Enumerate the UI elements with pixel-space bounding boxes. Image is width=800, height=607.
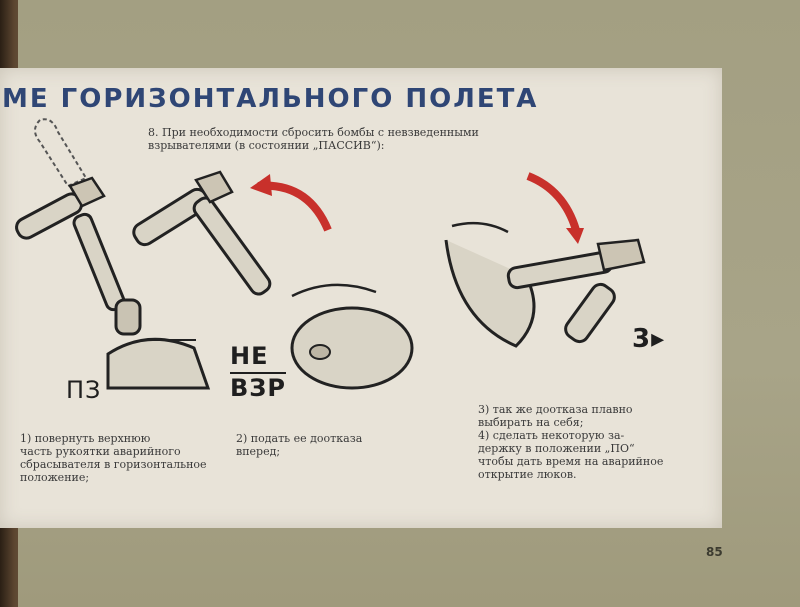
step-3-line: выбирать на себя; <box>478 416 584 429</box>
arrow-back <box>526 172 580 232</box>
intro-line-1: 8. При необходимости сбросить бомбы с не… <box>148 126 479 139</box>
step-2-line: вперед; <box>236 445 281 458</box>
step-1-line: 1) повернуть верхнюю <box>20 432 151 445</box>
step-4-line: 4) сделать некоторую за- <box>478 429 625 442</box>
step-3-line: 3) так же доотказа плавно <box>478 403 633 416</box>
step-4-line: открытие люков. <box>478 468 577 481</box>
arrow-back-head <box>566 228 584 244</box>
lever-illustration-2 <box>132 170 414 390</box>
step-1-line: положение; <box>20 471 90 484</box>
step-2-text: 2) подать ее доотказа вперед; <box>236 432 426 458</box>
instruction-intro: 8. При необходимости сбросить бомбы с не… <box>148 126 518 152</box>
step-1-text: 1) повернуть верхнюю часть рукоятки авар… <box>20 432 210 484</box>
lever-illustration-3 <box>444 221 646 348</box>
lever-illustration-1 <box>15 118 211 390</box>
steps-3-4-text: 3) так же доотказа плавно выбирать на се… <box>478 403 668 481</box>
label-vzr: ВЗР <box>230 372 286 402</box>
arrow-forward-head <box>250 174 272 196</box>
step3-marker: 3▸ <box>632 324 666 354</box>
step-1-line: часть рукоятки аварийного <box>20 445 181 458</box>
step-4-line: чтобы дать время на аварийное <box>478 455 664 468</box>
page-heading: МЕ ГОРИЗОНТАЛЬНОГО ПОЛЕТА <box>2 84 539 114</box>
intro-line-2: взрывателями (в состоянии „ПАССИВ“): <box>148 139 385 152</box>
step-4-line: держку в положении „ПО“ <box>478 442 635 455</box>
label-ne: НЕ <box>230 342 269 370</box>
step-2-line: 2) подать ее доотказа <box>236 432 363 445</box>
page-number: 85 <box>706 545 723 559</box>
step-1-line: сбрасывателя в горизонтальное <box>20 458 207 471</box>
label-pz: ПЗ <box>66 376 102 404</box>
